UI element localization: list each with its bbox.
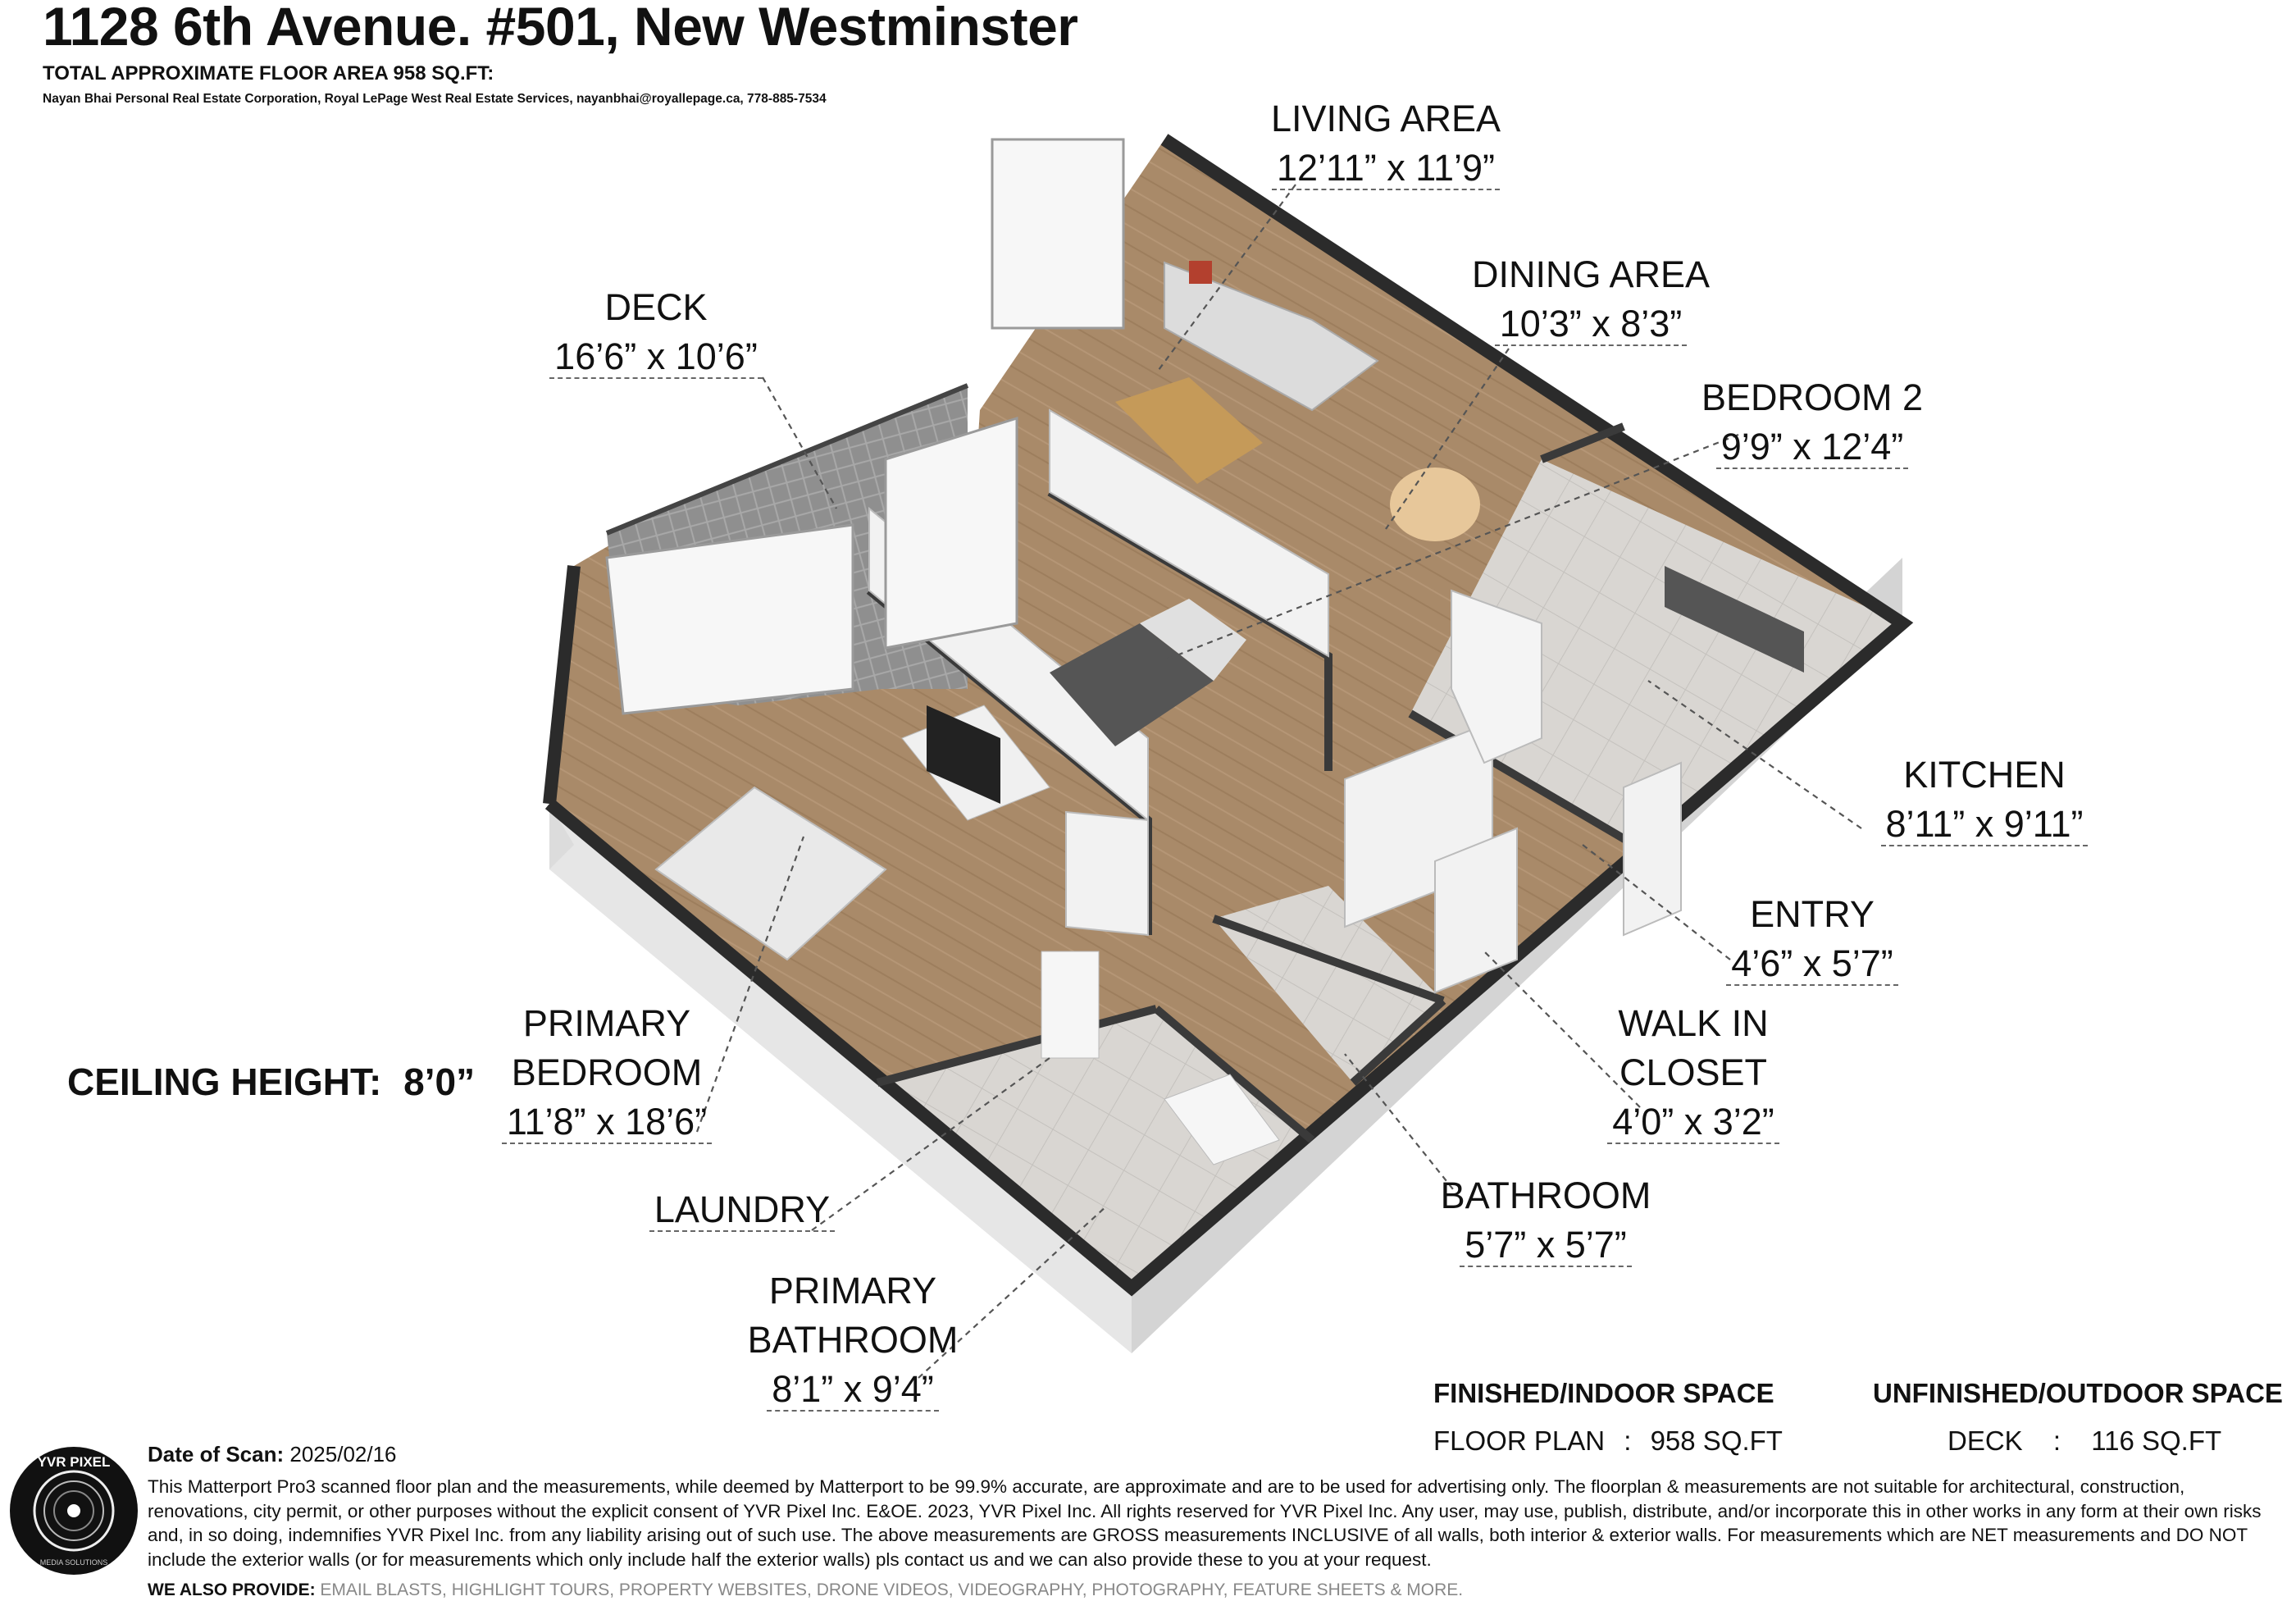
- logo-subtext: MEDIA SOLUTIONS: [40, 1558, 108, 1567]
- room-dim: 12’11” x 11’9”: [1272, 147, 1500, 190]
- ceiling-value: 8’0”: [403, 1060, 476, 1103]
- bathtub: [1164, 1074, 1280, 1165]
- ceiling-label: CEILING HEIGHT:: [67, 1060, 382, 1103]
- logo-text: YVR PIXEL: [38, 1454, 111, 1470]
- room-dim: 10’3” x 8’3”: [1494, 303, 1688, 346]
- room-primary-bathroom: PRIMARY BATHROOM 8’1” x 9’4”: [722, 1266, 984, 1414]
- finished-value: 958 SQ.FT: [1650, 1425, 1783, 1456]
- services-list: EMAIL BLASTS, HIGHLIGHT TOURS, PROPERTY …: [320, 1580, 1464, 1599]
- room-name: LIVING AREA: [1270, 98, 1501, 139]
- room-dim: 8’1” x 9’4”: [767, 1368, 939, 1412]
- room-name-line2: BEDROOM: [511, 1051, 703, 1093]
- room-entry: ENTRY 4’6” x 5’7”: [1706, 890, 1919, 988]
- room-primary-bedroom: PRIMARY BEDROOM 11’8” x 18’6”: [447, 999, 767, 1147]
- room-name: BEDROOM 2: [1701, 376, 1924, 418]
- scan-date-label: Date of Scan:: [148, 1442, 285, 1466]
- room-bathroom: BATHROOM 5’7” x 5’7”: [1419, 1171, 1673, 1270]
- disclaimer: This Matterport Pro3 scanned floor plan …: [148, 1476, 2262, 1570]
- room-dim: 4’6” x 5’7”: [1726, 942, 1898, 986]
- room-dim: 16’6” x 10’6”: [549, 335, 763, 379]
- unfinished-space-header: UNFINISHED/OUTDOOR SPACE: [1873, 1378, 2283, 1408]
- unfinished-value: 116 SQ.FT: [2091, 1425, 2222, 1456]
- room-living-area: LIVING AREA 12’11” x 11’9”: [1205, 94, 1566, 193]
- room-name-line1: WALK IN: [1618, 1002, 1769, 1044]
- room-name-line2: BATHROOM: [747, 1319, 959, 1361]
- ceiling-height: CEILING HEIGHT: 8’0”: [67, 1060, 475, 1104]
- room-bedroom-2: BEDROOM 2 9’9” x 12’4”: [1656, 373, 1968, 472]
- room-name: LAUNDRY: [649, 1188, 836, 1232]
- unfinished-space-row: DECK : 116 SQ.FT: [1947, 1425, 2221, 1457]
- room-dim: 5’7” x 5’7”: [1460, 1224, 1632, 1267]
- finished-space-header: FINISHED/INDOOR SPACE: [1433, 1378, 1774, 1408]
- room-name: KITCHEN: [1903, 754, 2066, 796]
- exterior-wall-face: [549, 804, 1132, 1353]
- washer-dryer: [1041, 951, 1100, 1059]
- coffee-table: [1115, 377, 1263, 484]
- room-name: ENTRY: [1750, 893, 1875, 935]
- room-dim: 9’9” x 12’4”: [1715, 426, 1909, 469]
- finished-sep: :: [1624, 1425, 1632, 1456]
- scan-date: Date of Scan: 2025/02/16: [148, 1442, 397, 1467]
- room-name: DECK: [604, 286, 708, 328]
- dining-table: [1390, 468, 1480, 541]
- room-dim: 8’11” x 9’11”: [1880, 803, 2089, 846]
- room-name: DINING AREA: [1471, 253, 1711, 295]
- unfinished-label: DECK: [1947, 1425, 2023, 1456]
- room-deck: DECK 16’6” x 10’6”: [525, 283, 787, 381]
- total-area: TOTAL APPROXIMATE FLOOR AREA 958 SQ.FT:: [43, 62, 494, 84]
- room-laundry: LAUNDRY: [640, 1185, 845, 1234]
- room-walk-in-closet: WALK IN CLOSET 4’0” x 3’2”: [1574, 999, 1812, 1147]
- page-title: 1128 6th Avenue. #501, New Westminster: [43, 0, 1078, 57]
- floor-area: [549, 139, 1902, 1288]
- room-name-line1: PRIMARY: [522, 1002, 691, 1044]
- room-dim: 11’8” x 18’6”: [501, 1101, 713, 1144]
- bed-2: [1050, 623, 1214, 746]
- room-name-line2: CLOSET: [1619, 1051, 1768, 1093]
- primary-bed: [654, 786, 887, 961]
- unfinished-sep: :: [2052, 1425, 2061, 1456]
- room-name-line1: PRIMARY: [768, 1270, 937, 1311]
- services-label: WE ALSO PROVIDE:: [148, 1580, 316, 1599]
- kitchen-floor: [1410, 459, 1902, 853]
- sofa: [1164, 261, 1379, 412]
- room-dim: 4’0” x 3’2”: [1607, 1101, 1779, 1144]
- services-line: WE ALSO PROVIDE: EMAIL BLASTS, HIGHLIGHT…: [148, 1580, 1463, 1600]
- room-dining-area: DINING AREA 10’3” x 8’3”: [1410, 250, 1771, 349]
- agent-info: Nayan Bhai Personal Real Estate Corporat…: [43, 92, 827, 106]
- finished-label: FLOOR PLAN: [1433, 1425, 1606, 1456]
- yvr-pixel-logo: YVR PIXEL MEDIA SOLUTIONS: [10, 1447, 138, 1575]
- finished-space-row: FLOOR PLAN : 958 SQ.FT: [1433, 1425, 1783, 1457]
- room-kitchen: KITCHEN 8’11” x 9’11”: [1837, 750, 2132, 849]
- kitchen-counter: [1451, 589, 1542, 764]
- scan-date-value: 2025/02/16: [289, 1442, 397, 1466]
- room-name: BATHROOM: [1440, 1175, 1651, 1216]
